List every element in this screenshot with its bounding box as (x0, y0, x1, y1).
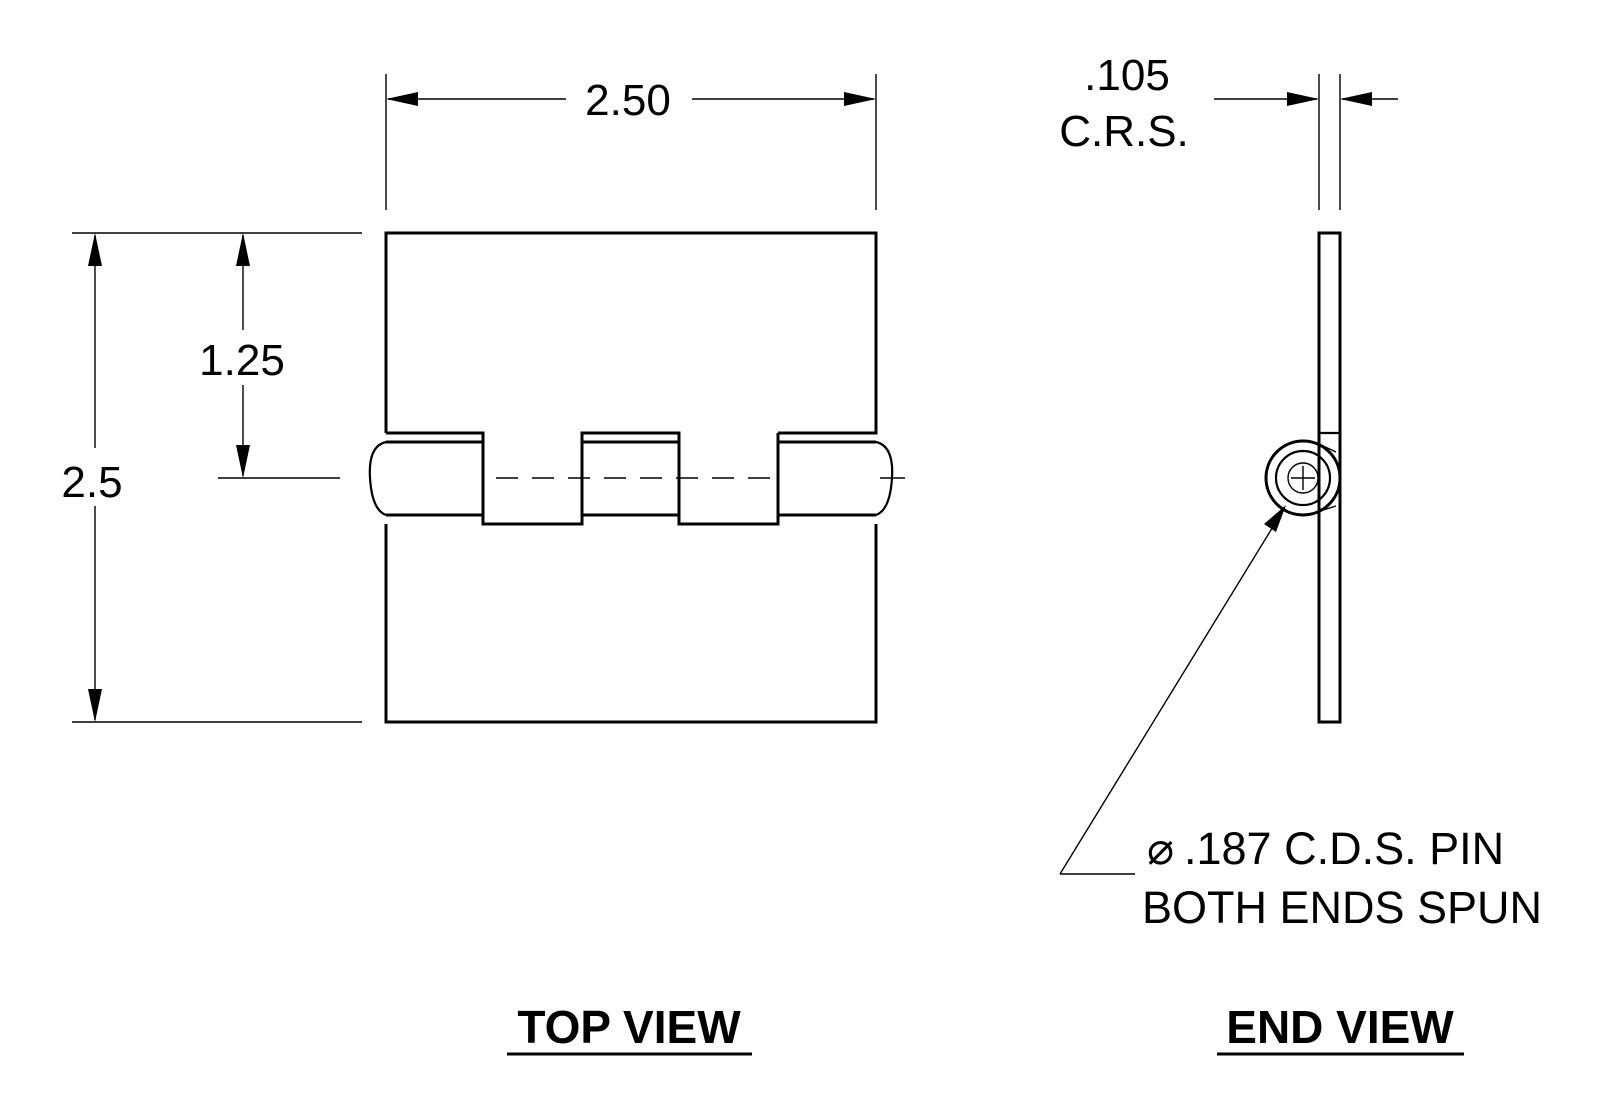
top-view (368, 231, 894, 724)
pin-circle (1287, 462, 1319, 494)
height-label: 2.5 (61, 458, 122, 507)
top-view-extension-lines (72, 74, 905, 723)
pin-leader (1059, 505, 1286, 875)
knuckle-row (386, 431, 780, 526)
width-label: 2.50 (585, 76, 671, 125)
spun-end-left (368, 440, 387, 517)
end-leaf (1317, 231, 1342, 724)
half-height-dimension: 1.25 (199, 233, 285, 478)
barrel-outer (1264, 439, 1342, 517)
width-dimension: 2.50 (386, 76, 876, 125)
thickness-value: .105 (1084, 51, 1170, 100)
thickness-dimension: .105 C.R.S. (1059, 51, 1398, 210)
thickness-material: C.R.S. (1059, 107, 1189, 156)
height-dimension: 2.5 (61, 233, 123, 722)
half-height-label: 1.25 (199, 336, 285, 385)
pin-note-line1: .187 C.D.S. PIN (1184, 823, 1504, 874)
diameter-symbol: ⌀ (1147, 823, 1174, 874)
upper-leaf (384, 231, 878, 435)
pin-note: ⌀ .187 C.D.S. PIN BOTH ENDS SPUN (1142, 823, 1542, 933)
barrel-inner (1274, 449, 1332, 507)
view-labels: TOP VIEW END VIEW (507, 1001, 1464, 1056)
end-view (1264, 231, 1342, 724)
top-view-label: TOP VIEW (517, 1001, 741, 1053)
end-view-label: END VIEW (1226, 1001, 1454, 1053)
lower-leaf (384, 524, 878, 724)
barrel-edges (386, 440, 876, 517)
pin-note-line2: BOTH ENDS SPUN (1142, 882, 1542, 933)
